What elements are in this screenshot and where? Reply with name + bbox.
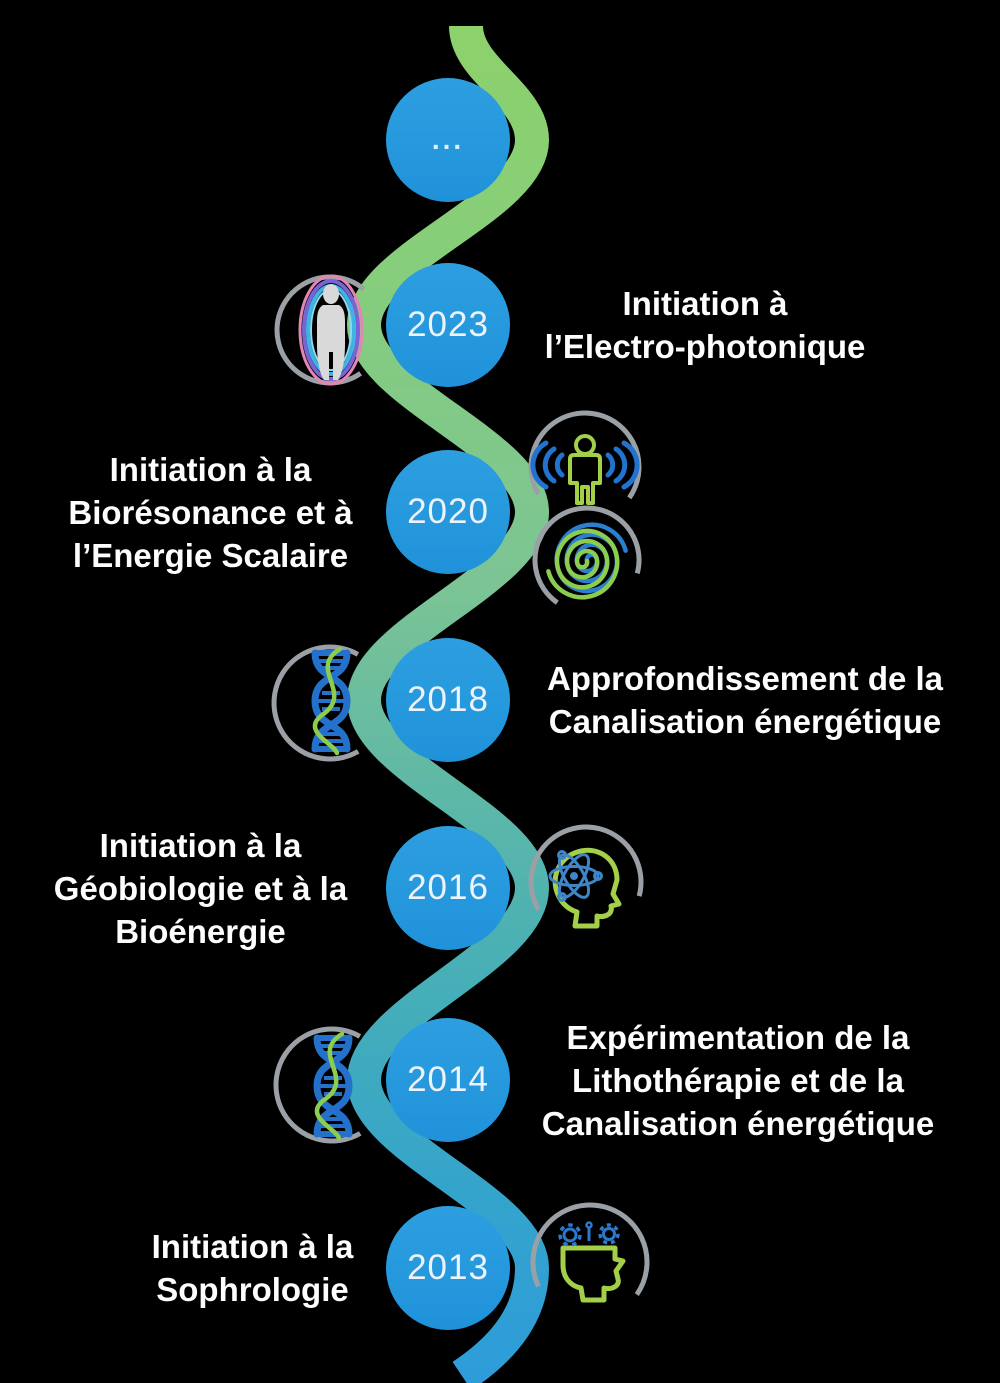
body-soundwaves-icon — [530, 434, 640, 505]
year-circle: 2020 — [386, 450, 510, 574]
dna-helix-icon — [314, 649, 348, 753]
milestone-label-2023: Initiation à l’Electro-photonique — [544, 285, 866, 365]
year-circle: 2023 — [386, 263, 510, 387]
milestone-label-2016: Initiation à la Géobiologie et à la Bioé… — [53, 827, 348, 950]
year-circle: ... — [386, 78, 510, 202]
year-label: ... — [431, 124, 465, 155]
year-label: 2020 — [407, 492, 489, 531]
milestone-label-2014: Expérimentation de la Lithothérapie et d… — [541, 1019, 935, 1142]
year-label: 2016 — [407, 868, 489, 907]
milestone-label-2013: Initiation à la Sophrologie — [151, 1228, 354, 1308]
head-atom-icon — [548, 847, 622, 929]
head-gears-icon — [558, 1221, 626, 1303]
year-label: 2018 — [407, 680, 489, 719]
year-circle: 2014 — [386, 1018, 510, 1142]
milestone-label-2018: Approfondissement de la Canalisation éne… — [546, 660, 944, 740]
serpentine-ribbon — [346, 24, 550, 1383]
milestone-label-2020: Initiation à la Biorésonance et à l’Ener… — [68, 451, 353, 574]
human-aura-icon — [298, 274, 364, 386]
icon-frame-arcs — [271, 274, 650, 1322]
year-label: 2013 — [407, 1248, 489, 1287]
year-label: 2014 — [407, 1060, 489, 1099]
year-circle: 2018 — [386, 638, 510, 762]
year-circle: 2016 — [386, 826, 510, 950]
energy-spiral-icon — [546, 522, 628, 600]
year-label: 2023 — [407, 305, 489, 344]
dna-helix-icon — [316, 1034, 350, 1138]
year-circle: 2013 — [386, 1206, 510, 1330]
